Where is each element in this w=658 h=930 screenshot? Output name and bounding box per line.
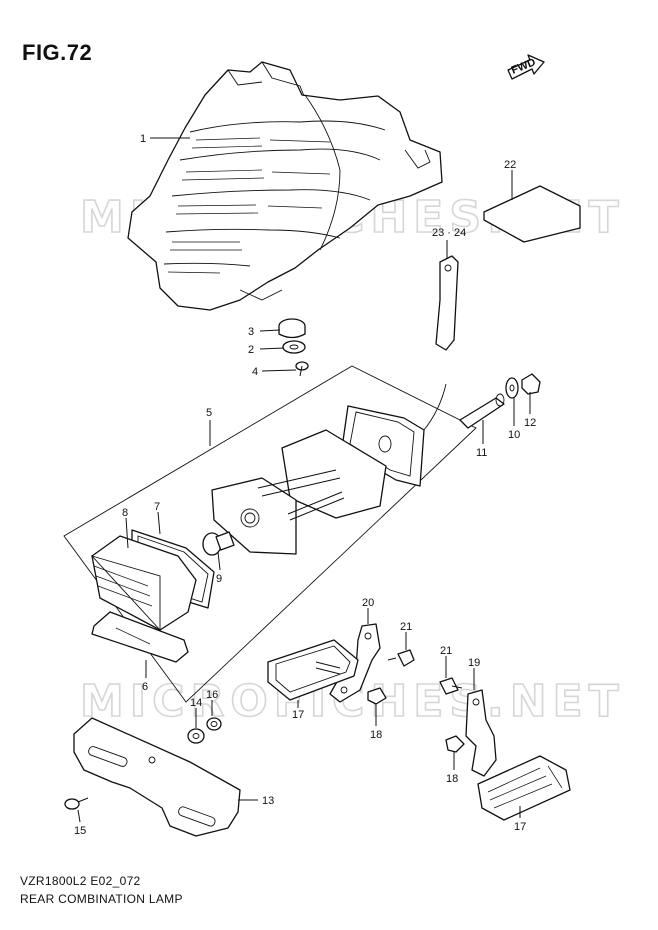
callout-1: 1: [140, 133, 146, 145]
callout-17-a: 17: [292, 709, 304, 721]
strap-part-23-24: [435, 255, 459, 351]
callout-21-b: 21: [440, 645, 452, 657]
callout-17-b: 17: [514, 821, 526, 833]
callout-5: 5: [206, 407, 212, 419]
tail-lamp-assembly: [211, 383, 447, 555]
callout-6: 6: [142, 681, 148, 693]
callout-12: 12: [524, 417, 536, 429]
grommet-part-16: [206, 717, 222, 731]
washer-part-2: [282, 340, 306, 354]
callout-22: 22: [504, 159, 516, 171]
bolt-part-21-a: [387, 649, 415, 667]
leader-lines: [77, 137, 531, 823]
callout-15: 15: [74, 825, 86, 837]
grommet-part-3: [278, 318, 306, 339]
callout-8: 8: [122, 507, 128, 519]
pad-part-17-a: [267, 639, 359, 701]
bolt-stud: [315, 661, 341, 675]
screw-part-4: [295, 361, 309, 377]
bracket-part-19: [465, 689, 497, 777]
bolt-part-15: [64, 797, 89, 810]
callout-20: 20: [362, 597, 374, 609]
callout-13: 13: [262, 795, 274, 807]
callout-2: 2: [248, 344, 254, 356]
spacer-part-11: [459, 393, 505, 429]
sheet-part-22: [483, 185, 581, 243]
callout-21-a: 21: [400, 621, 412, 633]
fwd-arrow-icon: FWD: [507, 54, 545, 80]
nut-part-18-b: [445, 735, 465, 753]
reflector-part-6: [91, 611, 189, 663]
figure-title: FIG.72: [22, 40, 93, 65]
washer-part-10: [505, 377, 519, 399]
callout-11: 11: [476, 447, 487, 459]
bolt-part-21-b: [439, 677, 463, 695]
collar-part-14: [187, 728, 205, 744]
callout-3: 3: [248, 326, 254, 338]
callout-14: 14: [190, 697, 202, 709]
nut-part-18-a: [367, 687, 387, 705]
bulb-part-9: [202, 531, 235, 556]
reflector-part-17-b: [477, 755, 571, 821]
callout-23-24: 23 · 24: [432, 227, 466, 239]
footer-title: REAR COMBINATION LAMP: [20, 892, 183, 906]
callout-18-a: 18: [370, 729, 382, 741]
callout-4: 4: [252, 366, 258, 378]
callout-7: 7: [154, 501, 160, 513]
footer-code: VZR1800L2 E02_072: [20, 874, 141, 888]
callout-18-b: 18: [446, 773, 458, 785]
callout-16: 16: [206, 689, 218, 701]
license-bracket-part-13: [73, 717, 241, 837]
callout-9: 9: [216, 573, 222, 585]
callout-10: 10: [508, 429, 520, 441]
nut-part-12: [521, 373, 541, 395]
lens-part-8: [90, 535, 197, 632]
callout-19: 19: [468, 657, 480, 669]
lamp-housing: [127, 61, 443, 311]
